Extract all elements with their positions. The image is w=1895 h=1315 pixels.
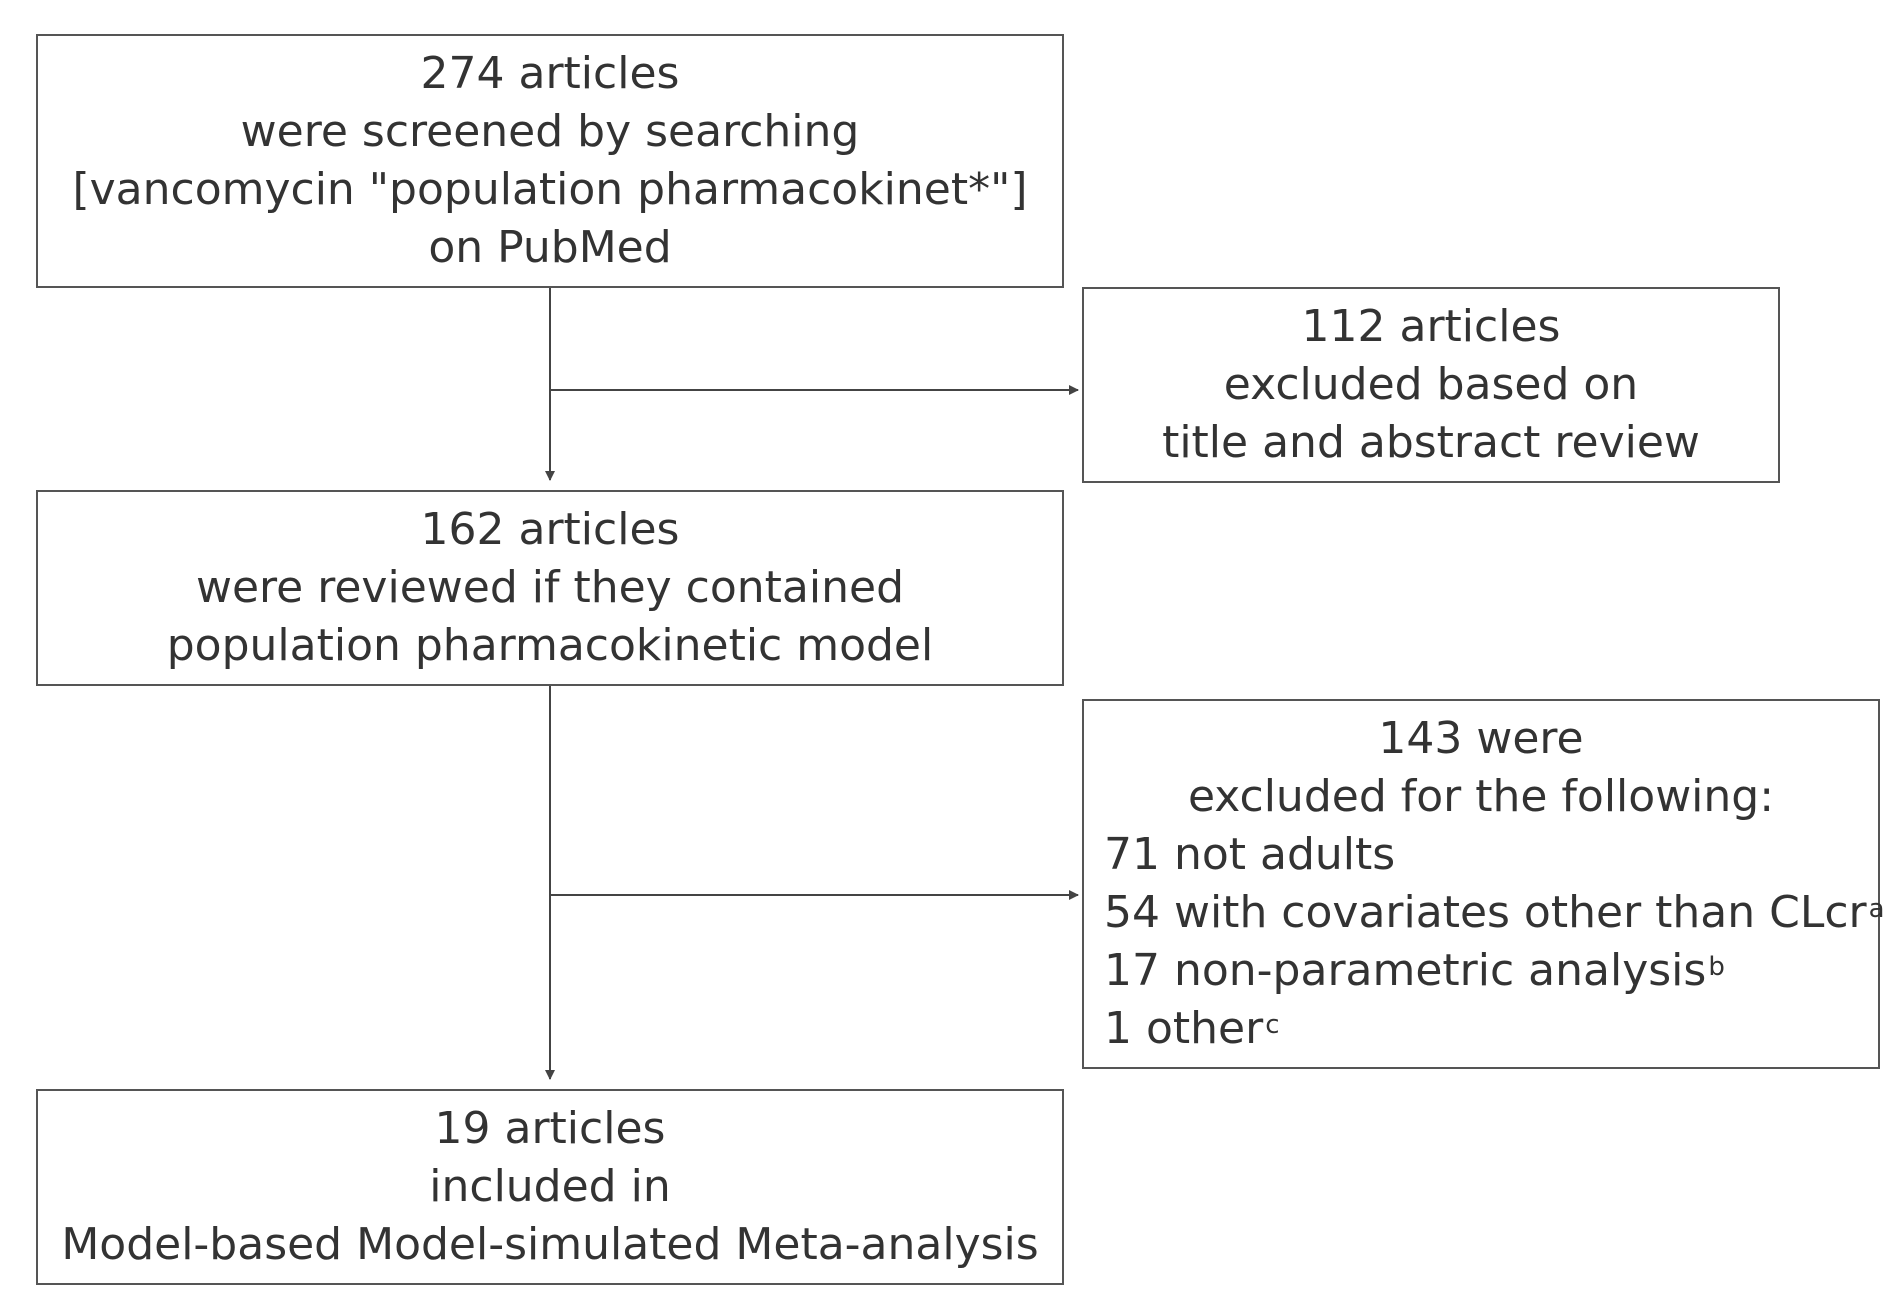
exclusion-reason-text: 1 other [1104, 1003, 1264, 1054]
excluded-title-line: 112 articles [1301, 301, 1561, 352]
exclusion-reason-item: 54 with covariates other than CLcra [1084, 884, 1885, 942]
excluded-title-line: excluded based on [1223, 359, 1639, 410]
reviewed-line: population pharmacokinetic model [166, 620, 934, 671]
footnote-marker: a [1868, 894, 1885, 924]
excluded-title-line: title and abstract review [1162, 417, 1700, 468]
included-line: 19 articles [434, 1103, 666, 1154]
footnote-marker: b [1708, 952, 1725, 982]
reviewed-line: 162 articles [420, 504, 680, 555]
footnote-marker: c [1265, 1010, 1280, 1040]
screened-box: 274 articles were screened by searching … [36, 34, 1064, 288]
exclusion-reason-text: 71 not adults [1104, 829, 1396, 880]
reviewed-line: were reviewed if they contained [196, 562, 904, 613]
screened-line: were screened by searching [240, 106, 860, 157]
screened-line: [vancomycin "population pharmacokinet*"] [72, 164, 1028, 215]
included-line: included in [429, 1161, 671, 1212]
screened-line: on PubMed [428, 222, 672, 273]
screened-line: 274 articles [420, 48, 680, 99]
reviewed-box: 162 articles were reviewed if they conta… [36, 490, 1064, 686]
exclusion-reason-text: 54 with covariates other than CLcr [1104, 887, 1867, 938]
excluded-reasons-header: 143 were [1378, 713, 1584, 764]
excluded-reasons-box: 143 were excluded for the following: 71 … [1082, 699, 1885, 1069]
exclusion-reason-item: 17 non-parametric analysisb [1084, 942, 1725, 1000]
included-line: Model-based Model-simulated Meta-analysi… [61, 1219, 1039, 1270]
excluded-reasons-header: excluded for the following: [1187, 771, 1775, 822]
included-box: 19 articles included in Model-based Mode… [36, 1089, 1064, 1285]
exclusion-reason-text: 17 non-parametric analysis [1104, 945, 1707, 996]
excluded-title-box: 112 articles excluded based on title and… [1082, 287, 1780, 483]
exclusion-reason-item: 71 not adults [1084, 826, 1395, 884]
exclusion-reason-item: 1 otherc [1084, 1000, 1280, 1058]
